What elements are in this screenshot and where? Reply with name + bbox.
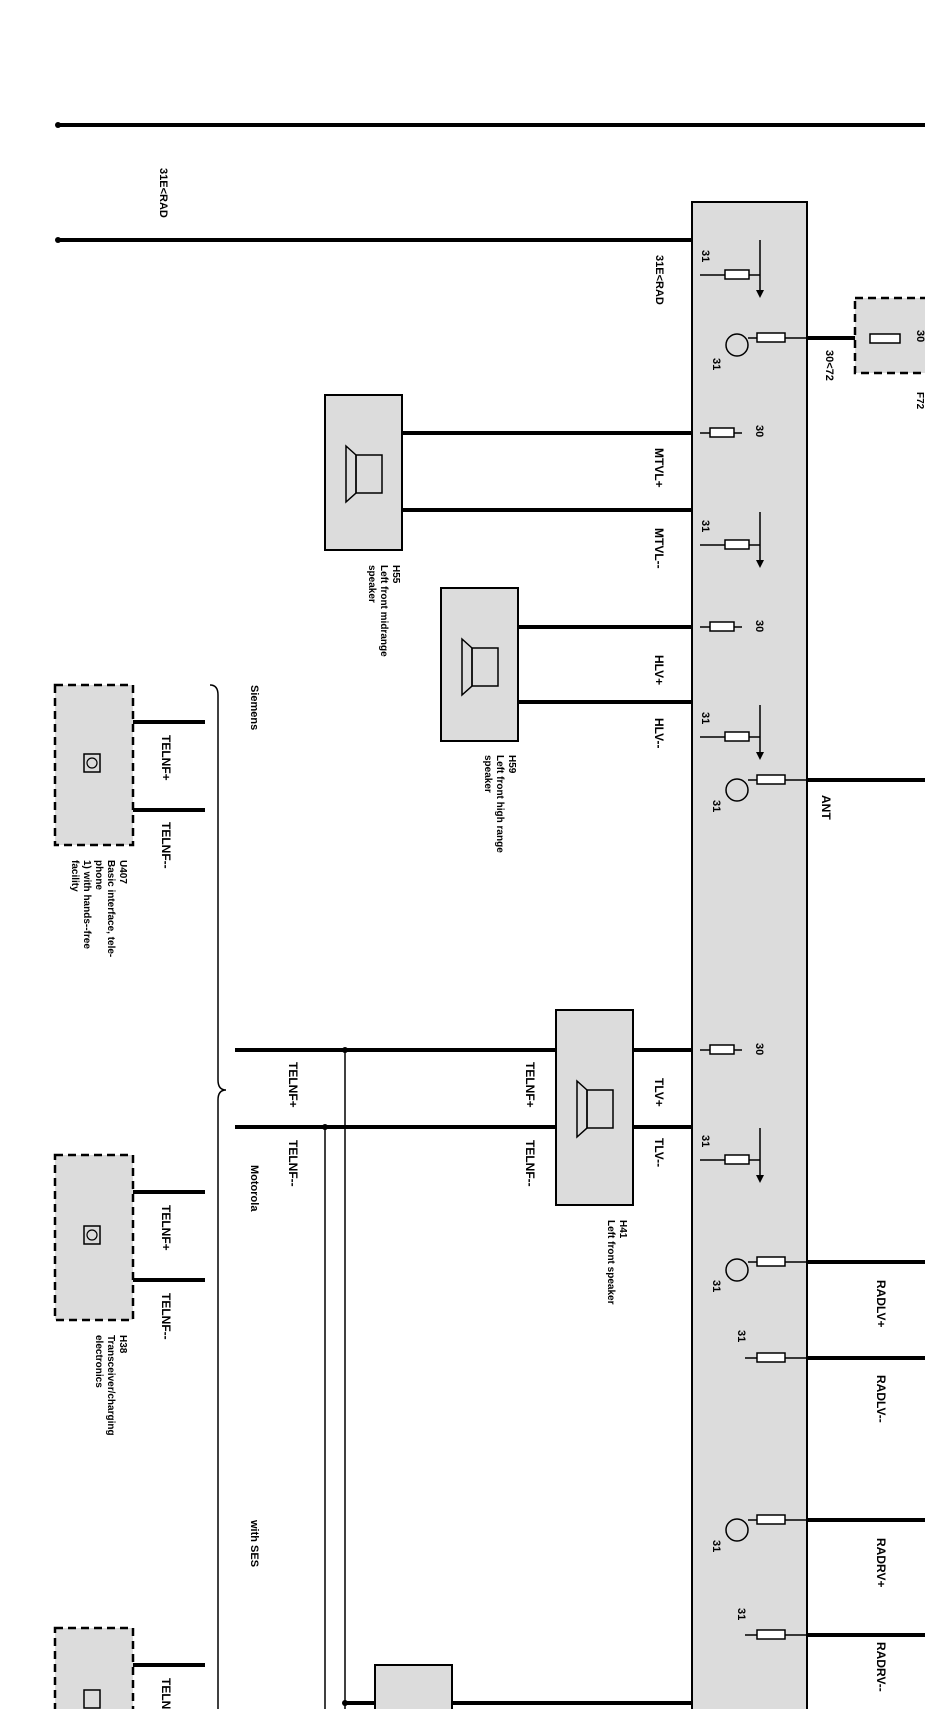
signal-mtvl-minus: MTVL-- (652, 528, 666, 569)
top-wire-label: 31E<RAD (157, 168, 169, 218)
svg-text:31: 31 (699, 712, 711, 724)
ses-telnf: TELNF (159, 1678, 173, 1709)
h41-speaker (555, 1009, 634, 1206)
telephone-icon (83, 1225, 101, 1245)
signal-tlv-plus: TLV+ (652, 1078, 666, 1107)
pin-tlv-plus: 30 (700, 1043, 765, 1055)
ses-unit (53, 1626, 135, 1709)
telephone-icon (83, 753, 101, 773)
fuse-pin: 30 (914, 330, 925, 342)
variant-with-ses: with SES (248, 1519, 260, 1567)
variant-bracket (209, 684, 227, 1709)
fuse-element (869, 333, 901, 344)
bottom-junction (342, 1700, 348, 1706)
tel-junction (342, 1047, 348, 1053)
tel-label-plus: TELNF+ (286, 1062, 300, 1108)
h59-speaker (440, 587, 519, 742)
svg-text:30: 30 (753, 425, 765, 437)
svg-text:31: 31 (735, 1330, 747, 1342)
speaker-icon (576, 1079, 614, 1139)
h38-id: H38 (117, 1335, 128, 1354)
svg-text:30: 30 (753, 1043, 765, 1055)
pin-radlv-minus: 31 (735, 1330, 807, 1363)
pin-tlv-minus: 31 (699, 1128, 764, 1183)
pin-radrv-minus: 31 (735, 1608, 807, 1640)
svg-text:31: 31 (699, 520, 711, 532)
h59-desc2: speaker (482, 755, 493, 793)
h41-telnf-plus: TELNF+ (523, 1062, 537, 1108)
h41-desc1: Left front speaker (605, 1220, 616, 1305)
u407-telnf-minus: TELNF-- (159, 822, 173, 869)
signal-tlv-minus: TLV-- (652, 1138, 666, 1167)
u407-telnf-plus: TELNF+ (159, 735, 173, 781)
svg-text:30: 30 (753, 620, 765, 632)
bottom-speaker (374, 1664, 453, 1709)
u407-desc2: phone (93, 860, 104, 890)
pin-hlv-plus: 30 (700, 620, 765, 632)
variant-siemens: Siemens (248, 685, 260, 730)
speaker-icon (345, 444, 383, 504)
u407-desc4: facility (69, 860, 80, 892)
svg-text:31: 31 (710, 800, 722, 812)
pin-radrv-plus-transistor: 31 (710, 1514, 807, 1552)
top-wire-end (55, 122, 61, 128)
h55-id: H55 (390, 565, 401, 584)
supply-label: 30<72 (823, 350, 835, 381)
pin-radlv-plus-transistor: 31 (710, 1256, 807, 1292)
second-wire-end (55, 237, 61, 243)
u407-desc3: 1) with hands--free (81, 860, 92, 949)
telephone-icon (83, 1689, 101, 1709)
signal-hlv-minus: HLV-- (652, 718, 666, 748)
pin-mtvl-minus: 31 (699, 512, 764, 568)
svg-text:31: 31 (699, 1135, 711, 1147)
u407-interface (53, 683, 135, 847)
pin-31e: 31 (699, 240, 764, 298)
speaker-icon (461, 637, 499, 697)
signal-hlv-plus: HLV+ (652, 655, 666, 685)
h59-desc1: Left front high range (494, 755, 505, 853)
pin-ant-transistor: 31 (710, 774, 807, 812)
second-wire-label: 31E<RAD (653, 255, 665, 305)
h38-telnf-plus: TELNF+ (159, 1205, 173, 1251)
signal-mtvl-plus: MTVL+ (652, 448, 666, 488)
h38-transceiver (53, 1153, 135, 1322)
tel-junction-2 (322, 1124, 328, 1130)
svg-text:31: 31 (710, 1280, 722, 1292)
variant-motorola: Motorola (248, 1165, 260, 1212)
fuse-label: F72 (914, 392, 925, 410)
h55-desc1: Left front midrange (378, 565, 389, 657)
signal-radlv-plus: RADLV+ (874, 1280, 888, 1327)
radio-module (691, 201, 808, 1709)
u407-desc1: Basic interface, tele- (105, 860, 116, 957)
signal-radrv-minus: RADRV-- (874, 1642, 888, 1692)
svg-text:31: 31 (699, 250, 711, 262)
signal-radrv-plus: RADRV+ (874, 1538, 888, 1587)
tel-label-minus: TELNF-- (286, 1140, 300, 1187)
h38-desc1: Transceiver/charging (105, 1335, 116, 1436)
h59-id: H59 (506, 755, 517, 774)
h38-desc2: electronics (93, 1335, 104, 1388)
signal-ant: ANT (819, 795, 833, 820)
h41-telnf-minus: TELNF-- (523, 1140, 537, 1187)
h38-telnf-minus: TELNF-- (159, 1293, 173, 1340)
pin-hlv-minus: 31 (699, 705, 764, 760)
signal-radlv-minus: RADLV-- (874, 1375, 888, 1423)
h41-id: H41 (617, 1220, 628, 1239)
svg-text:31: 31 (710, 1540, 722, 1552)
pin-30-supply-transistor: 31 (710, 332, 807, 370)
h55-desc2: speaker (366, 565, 377, 603)
svg-text:31: 31 (735, 1608, 747, 1620)
h55-speaker (324, 394, 403, 551)
svg-text:31: 31 (710, 358, 722, 370)
pin-mtvl-plus: 30 (700, 425, 765, 438)
u407-id: U407 (117, 860, 128, 884)
